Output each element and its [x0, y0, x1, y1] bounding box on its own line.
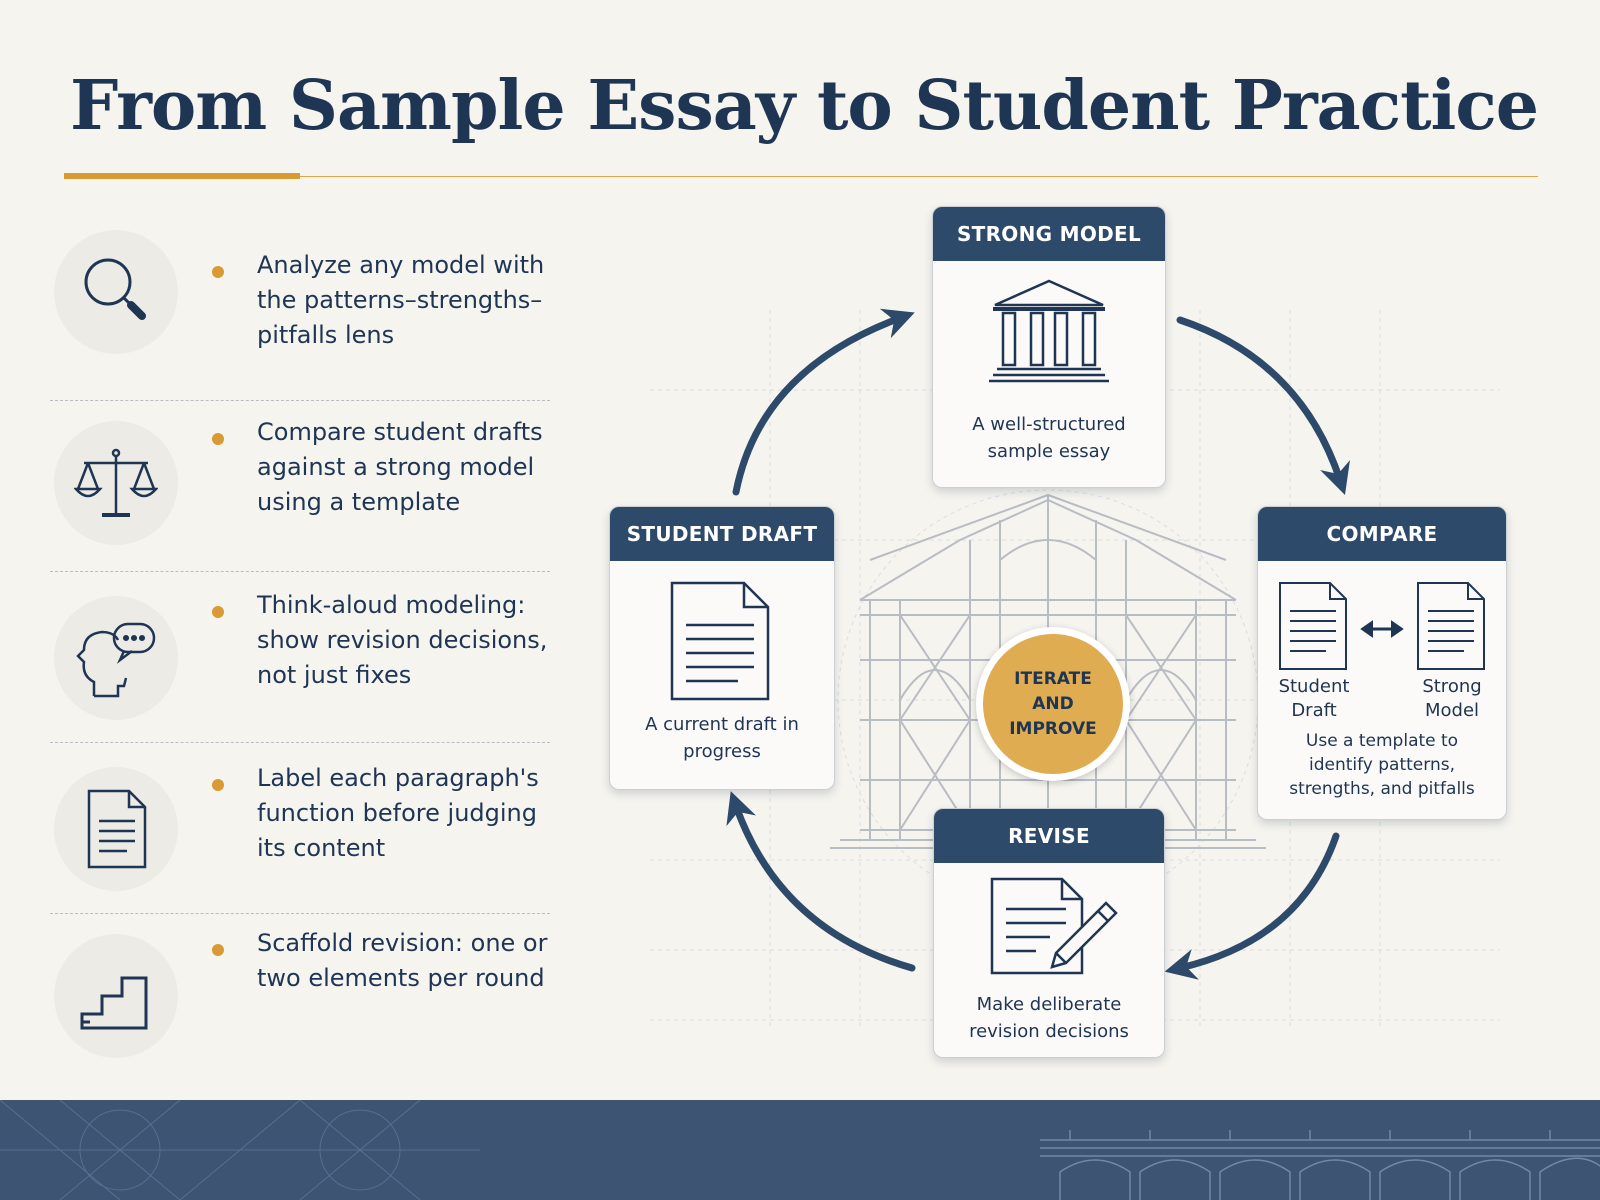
compare-card: COMPARE Student Draft Strong Model Use a… — [1257, 506, 1507, 820]
iterate-and-improve-badge: ITERATE AND IMPROVE — [976, 627, 1130, 781]
student-draft-card: STUDENT DRAFT A current draft in progres… — [609, 506, 835, 790]
bullet-dot — [212, 944, 224, 956]
title-accent-bar — [64, 173, 300, 179]
think-aloud-head-icon — [54, 596, 178, 720]
strategy-item: Compare student drafts against a strong … — [50, 401, 550, 572]
bullet-dot — [212, 266, 224, 278]
strategy-text: Analyze any model with the patterns–stre… — [257, 251, 545, 349]
magnifying-glass-icon — [54, 230, 178, 354]
footer-band — [0, 1100, 1600, 1200]
strategy-item: Think-aloud modeling: show revision deci… — [50, 572, 550, 743]
stairs-icon — [54, 934, 178, 1058]
arrow-to-strong-model — [732, 308, 915, 496]
strategy-text: Compare student drafts against a strong … — [257, 418, 543, 516]
draft-document-icon — [670, 581, 770, 701]
arrow-to-compare — [1176, 316, 1350, 495]
strategy-item: Analyze any model with the patterns–stre… — [50, 230, 550, 401]
arrow-to-revise — [1164, 832, 1340, 980]
strategy-text: Scaffold revision: one or two elements p… — [257, 929, 548, 992]
footer-decoration — [0, 1100, 1600, 1200]
card-caption: Make deliberate revision decisions — [969, 994, 1129, 1042]
document-pencil-icon — [990, 877, 1118, 975]
bullet-dot — [212, 779, 224, 791]
card-title: COMPARE — [1258, 507, 1506, 561]
revise-card: REVISE Make deliberate revision decision… — [933, 808, 1165, 1058]
strategy-item: Scaffold revision: one or two elements p… — [50, 914, 550, 1084]
compare-left-label: Student Draft — [1278, 676, 1350, 721]
bullet-dot — [212, 433, 224, 445]
strategy-list: Analyze any model with the patterns–stre… — [50, 230, 550, 1084]
strong-model-card: STRONG MODEL A well-structured sample es… — [932, 206, 1166, 488]
compare-documents-icon — [1279, 582, 1485, 670]
title-divider — [64, 176, 1538, 177]
page-title: From Sample Essay to Student Practice — [70, 66, 1539, 146]
strategy-text: Label each paragraph's function before j… — [257, 764, 539, 862]
compare-right-label: Strong Model — [1422, 676, 1482, 721]
center-badge-label: ITERATE AND IMPROVE — [1009, 668, 1097, 739]
card-title: REVISE — [934, 809, 1164, 863]
arrow-to-student-draft — [726, 791, 916, 972]
document-icon — [54, 767, 178, 891]
card-title: STRONG MODEL — [933, 207, 1165, 261]
card-caption: A well-structured sample essay — [972, 414, 1126, 462]
card-title: STUDENT DRAFT — [610, 507, 834, 561]
balance-scale-icon — [54, 421, 178, 545]
card-caption: A current draft in progress — [645, 714, 799, 762]
strategy-text: Think-aloud modeling: show revision deci… — [257, 591, 548, 689]
strategy-item: Label each paragraph's function before j… — [50, 743, 550, 914]
card-caption: Use a template to identify patterns, str… — [1289, 731, 1475, 799]
bullet-dot — [212, 606, 224, 618]
classical-building-icon — [989, 279, 1109, 383]
